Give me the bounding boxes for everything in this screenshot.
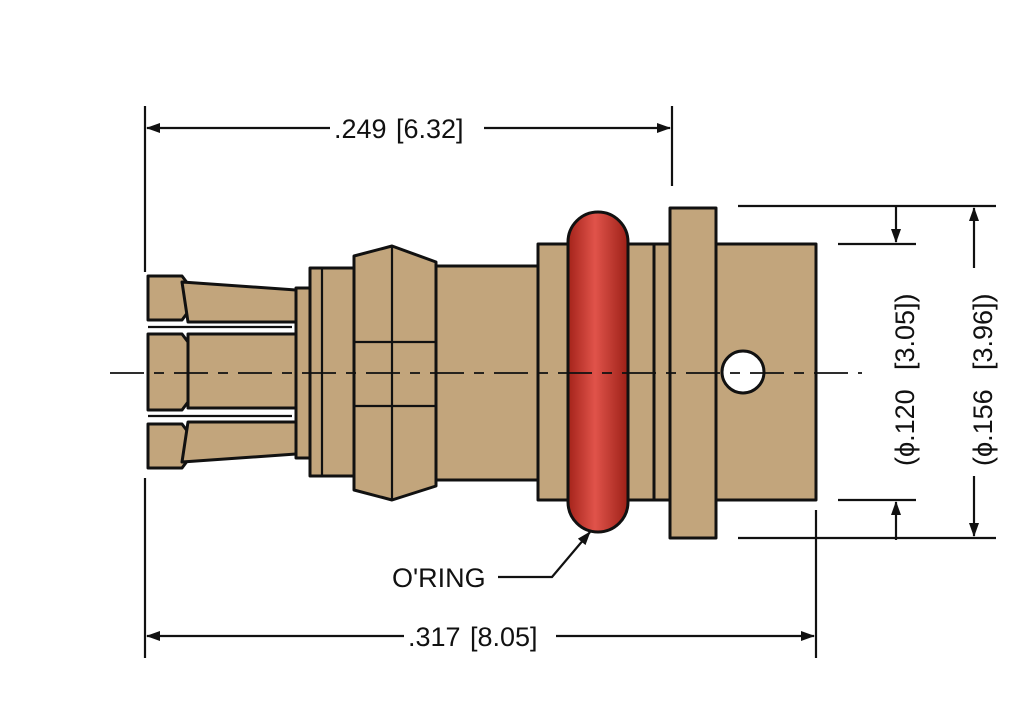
inner-diameter-value: (ϕ.120	[890, 389, 920, 466]
top-length-value: .249	[334, 114, 387, 144]
outer-diameter-value: (ϕ.156	[968, 389, 998, 466]
oring	[566, 210, 630, 534]
cross-hole	[720, 349, 766, 395]
oring-callout: O'RING	[392, 531, 591, 593]
bottom-length-value: .317	[408, 622, 461, 652]
shoulder	[652, 242, 672, 502]
inner-diameter-mm: [3.05])	[890, 293, 920, 370]
collet-fingers	[146, 274, 312, 470]
diameter-extension-lines	[738, 204, 996, 540]
dimension-outer-diameter: (ϕ.156 [3.96])	[968, 207, 998, 537]
top-length-mm: [6.32]	[396, 114, 464, 144]
dimension-inner-diameter: (ϕ.120 [3.05])	[890, 206, 920, 540]
oring-label: O'RING	[392, 563, 486, 593]
dimension-top-length: .249 [6.32]	[143, 106, 674, 272]
oring-groove-left	[536, 242, 574, 502]
bottom-length-mm: [8.05]	[470, 622, 538, 652]
outer-diameter-mm: [3.96])	[968, 293, 998, 370]
dimension-bottom-length: .317 [8.05]	[143, 478, 818, 658]
